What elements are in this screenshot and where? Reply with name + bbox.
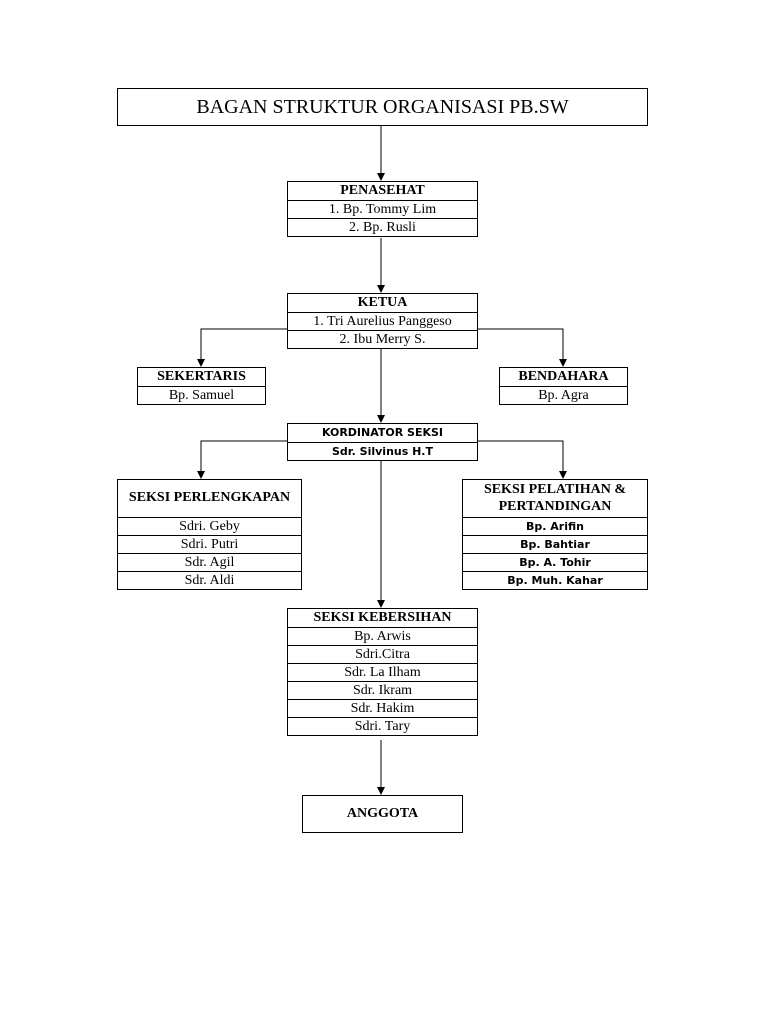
pelatihan-header: SEKSI PELATIHAN & PERTANDINGAN [463, 480, 647, 517]
kebersihan-box: SEKSI KEBERSIHAN Bp. Arwis Sdri.Citra Sd… [287, 608, 478, 736]
kebersihan-member: Sdr. Hakim [288, 699, 477, 717]
sekertaris-member: Bp. Samuel [138, 386, 265, 404]
sekertaris-header: SEKERTARIS [157, 369, 246, 384]
kordinator-header: KORDINATOR SEKSI [321, 426, 444, 439]
ketua-box: KETUA 1. Tri Aurelius Panggeso 2. Ibu Me… [287, 293, 478, 349]
anggota-label: ANGGOTA [346, 806, 419, 821]
pelatihan-member: Bp. A. Tohir [463, 553, 647, 571]
pelatihan-member: Bp. Muh. Kahar [463, 571, 647, 589]
ketua-member: 2. Ibu Merry S. [288, 330, 477, 348]
kebersihan-member: Sdr. La Ilham [288, 663, 477, 681]
chart-title: BAGAN STRUKTUR ORGANISASI PB.SW [117, 88, 648, 126]
kebersihan-member: Sdr. Ikram [288, 681, 477, 699]
kordinator-member: Sdr. Silvinus H.T [288, 442, 477, 460]
ketua-header: KETUA [357, 295, 408, 310]
penasehat-box: PENASEHAT 1. Bp. Tommy Lim 2. Bp. Rusli [287, 181, 478, 237]
kebersihan-member: Sdri.Citra [288, 645, 477, 663]
penasehat-header: PENASEHAT [340, 183, 425, 198]
kebersihan-member: Bp. Arwis [288, 627, 477, 645]
bendahara-member: Bp. Agra [500, 386, 627, 404]
line-ketua-to-sekertaris [197, 328, 287, 367]
ketua-member: 1. Tri Aurelius Panggeso [288, 312, 477, 330]
perlengkapan-member: Sdri. Geby [118, 517, 301, 535]
kordinator-box: KORDINATOR SEKSI Sdr. Silvinus H.T [287, 423, 478, 461]
perlengkapan-member: Sdr. Aldi [118, 571, 301, 589]
line-kordinator-to-pelatihan [477, 440, 567, 479]
bendahara-header: BENDAHARA [518, 369, 609, 384]
pelatihan-header-line1: SEKSI PELATIHAN & [483, 482, 627, 497]
perlengkapan-box: SEKSI PERLENGKAPAN Sdri. Geby Sdri. Putr… [117, 479, 302, 590]
anggota-box: ANGGOTA [302, 795, 463, 833]
kebersihan-member: Sdri. Tary [288, 717, 477, 735]
pelatihan-member: Bp. Arifin [463, 517, 647, 535]
line-kordinator-to-perlengkapan [197, 440, 287, 479]
pelatihan-header-line2: PERTANDINGAN [498, 499, 612, 514]
penasehat-member: 2. Bp. Rusli [288, 218, 477, 236]
perlengkapan-header: SEKSI PERLENGKAPAN [128, 490, 291, 505]
pelatihan-member: Bp. Bahtiar [463, 535, 647, 553]
line-ketua-to-bendahara [477, 328, 567, 367]
penasehat-member: 1. Bp. Tommy Lim [288, 200, 477, 218]
perlengkapan-member: Sdri. Putri [118, 535, 301, 553]
bendahara-box: BENDAHARA Bp. Agra [499, 367, 628, 405]
pelatihan-box: SEKSI PELATIHAN & PERTANDINGAN Bp. Arifi… [462, 479, 648, 590]
sekertaris-box: SEKERTARIS Bp. Samuel [137, 367, 266, 405]
perlengkapan-member: Sdr. Agil [118, 553, 301, 571]
kebersihan-header: SEKSI KEBERSIHAN [313, 610, 452, 625]
